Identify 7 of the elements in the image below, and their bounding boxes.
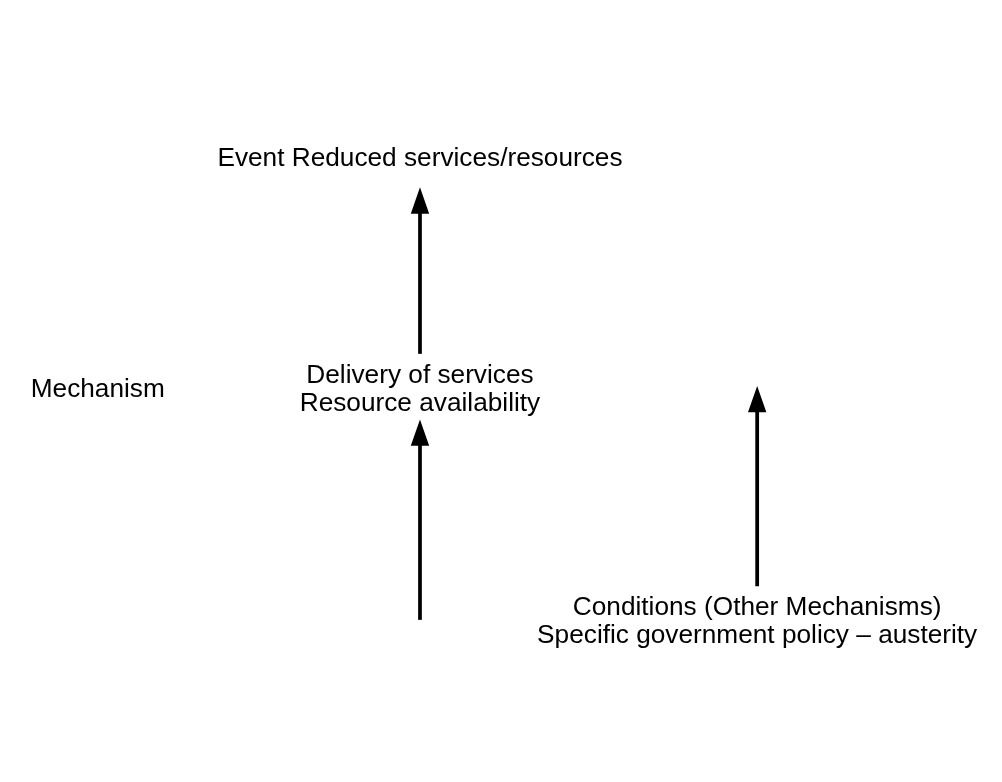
node-text: Conditions (Other Mechanisms) Specific government policy – austerity [537, 590, 978, 649]
node-text: Delivery of services Resource availability [299, 358, 541, 417]
node-text: Mechanism [30, 372, 165, 403]
node-text: Event Reduced services/resources [217, 141, 623, 172]
arrow [410, 186, 430, 354]
arrow [410, 419, 430, 620]
arrow [747, 385, 767, 586]
